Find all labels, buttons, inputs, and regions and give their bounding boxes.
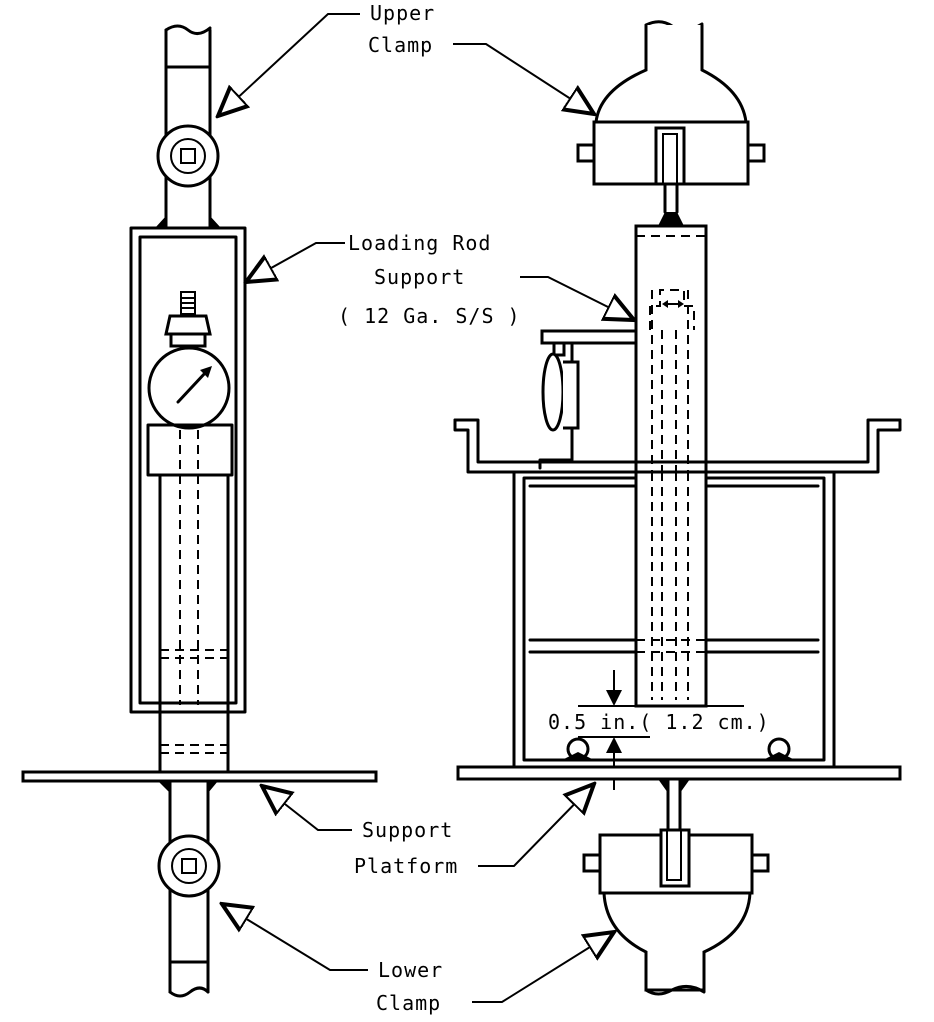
upper-rod-left-view bbox=[164, 28, 212, 230]
loading-rod-support-inner-left-view bbox=[138, 235, 238, 705]
label-loading-rod-1: Loading Rod bbox=[348, 231, 491, 255]
hidden-lines-left-view bbox=[160, 649, 228, 754]
upper-clamp-leader-left bbox=[218, 13, 360, 116]
loading-tube-left-view bbox=[158, 473, 230, 774]
lower-clamp-leader-left bbox=[222, 904, 368, 971]
support-platform-leader-left bbox=[262, 786, 352, 831]
lower-clamp-leader-right bbox=[472, 932, 614, 1003]
lower-rod-break bbox=[168, 986, 210, 998]
lower-clamp-bolt-left-view bbox=[157, 834, 221, 898]
label-loading-rod-2: Support bbox=[374, 265, 465, 289]
support-bar-front bbox=[634, 470, 708, 708]
upper-rod-break bbox=[164, 24, 212, 35]
support-platform-right-view bbox=[456, 765, 902, 781]
label-upper-clamp-2: Clamp bbox=[368, 33, 433, 57]
support-platform-leader-right bbox=[478, 784, 594, 867]
gauge-block-left-view bbox=[146, 423, 234, 477]
left-view bbox=[21, 24, 378, 998]
gauge-arm bbox=[540, 329, 638, 345]
loading-rod-support-frame-left-view bbox=[129, 226, 247, 714]
label-support-platform-2: Platform bbox=[354, 854, 458, 878]
loading-rod-leader-right bbox=[520, 276, 634, 320]
support-platform-left-view bbox=[21, 770, 378, 783]
label-support-platform-1: Support bbox=[362, 818, 453, 842]
right-view bbox=[453, 20, 902, 996]
upper-clamp-right-view bbox=[576, 20, 766, 226]
tray-outer bbox=[453, 418, 902, 464]
upper-clamp-bolt-left-view bbox=[156, 124, 220, 188]
lower-weld-right-view bbox=[658, 779, 690, 793]
labels: Upper Clamp Loading Rod Support ( 12 Ga.… bbox=[338, 1, 770, 1015]
upper-clamp-leader-right bbox=[453, 43, 594, 114]
label-loading-rod-3: ( 12 Ga. S/S ) bbox=[338, 304, 521, 328]
dial-gauge-left-view bbox=[147, 291, 231, 430]
upper-weld bbox=[155, 216, 221, 228]
hidden-lines-in-tank bbox=[636, 472, 706, 700]
hidden-lines-support-right-view bbox=[636, 235, 706, 700]
specimen-rollers bbox=[562, 737, 795, 761]
dial-gauge-right-view bbox=[538, 341, 580, 470]
bolt-head-hidden bbox=[649, 289, 695, 330]
label-dimension: 0.5 in.( 1.2 cm.) bbox=[548, 710, 770, 734]
label-lower-clamp-1: Lower bbox=[378, 958, 443, 982]
label-upper-clamp-1: Upper bbox=[370, 1, 435, 25]
leader-arrows bbox=[218, 13, 634, 1003]
hidden-rod-left-view bbox=[179, 430, 199, 705]
label-lower-clamp-2: Clamp bbox=[376, 991, 441, 1015]
lower-clamp-right-view bbox=[582, 777, 770, 996]
loading-rod-leader-left bbox=[246, 242, 345, 282]
